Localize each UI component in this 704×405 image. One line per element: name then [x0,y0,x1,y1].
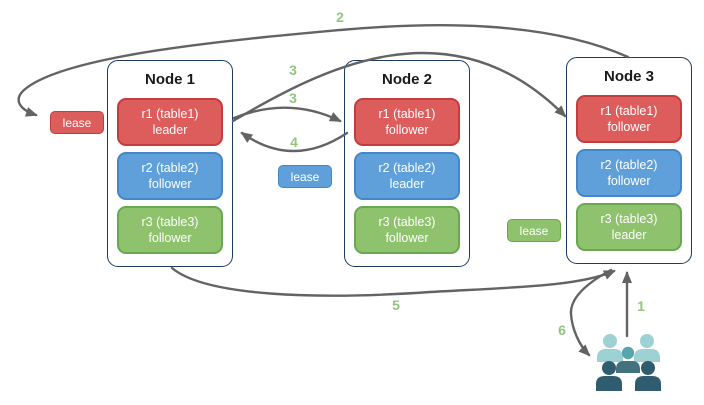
lease-tag-r2: lease [278,165,332,188]
range-role: leader [152,123,188,137]
range-label: r2 (table2) [378,161,436,175]
range-label: r1 (table1) [141,107,199,121]
range-r1-node2: r1 (table1) follower [354,98,460,146]
step-number-2: 2 [336,9,344,25]
node-1: Node 1 r1 (table1) leader r2 (table2) fo… [107,60,233,267]
range-role: leader [611,228,647,242]
step-number-3a: 3 [289,62,297,78]
range-label: r3 (table3) [378,215,436,229]
range-role: follower [607,120,651,134]
range-r3-node3: r3 (table3) leader [576,203,682,251]
range-label: r1 (table1) [600,104,658,118]
step-number-1: 1 [637,298,645,314]
range-role: leader [389,177,425,191]
lease-tag-r3: lease [507,219,561,242]
range-r2-node1: r2 (table2) follower [117,152,223,200]
node-3: Node 3 r1 (table1) follower r2 (table2) … [566,57,692,264]
range-r3-node2: r3 (table3) follower [354,206,460,254]
range-role: follower [385,123,429,137]
range-r1-node1: r1 (table1) leader [117,98,223,146]
arrow-step-5-leader-to-gateway [170,266,616,297]
step-number-3b: 3 [289,90,297,106]
step-number-5: 5 [392,297,400,313]
step-number-6: 6 [558,322,566,338]
node-title: Node 1 [144,71,195,88]
node-2: Node 2 r1 (table1) follower r2 (table2) … [344,60,470,267]
range-r2-node3: r2 (table2) follower [576,149,682,197]
range-role: follower [148,231,192,245]
lease-tag-r1: lease [50,111,104,134]
range-label: r3 (table3) [141,215,199,229]
node-title: Node 3 [603,68,654,85]
range-role: follower [385,231,429,245]
arrow-step-6-gateway-to-client [569,268,613,357]
arrow-step-3-replicate-to-node2 [232,106,342,123]
range-label: r2 (table2) [141,161,199,175]
range-r3-node1: r3 (table3) follower [117,206,223,254]
range-label: r3 (table3) [600,212,658,226]
users-icon [596,334,661,391]
range-r2-node2: r2 (table2) leader [354,152,460,200]
range-role: follower [148,177,192,191]
range-label: r2 (table2) [600,158,658,172]
range-label: r1 (table1) [378,107,436,121]
range-role: follower [607,174,651,188]
node-title: Node 2 [381,71,432,88]
range-r1-node3: r1 (table1) follower [576,95,682,143]
step-number-4: 4 [290,134,298,150]
